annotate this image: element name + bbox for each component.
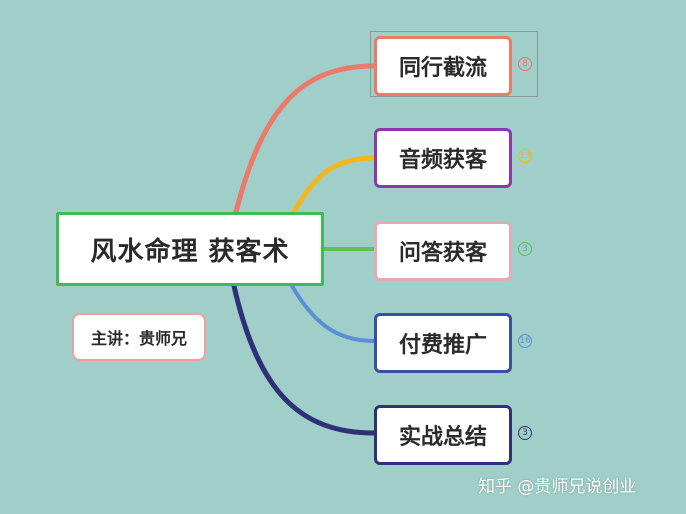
collapse-count-badge[interactable]: 8: [518, 57, 532, 71]
connector-branch-1: [291, 155, 377, 215]
branch-topic-qa-acquisition[interactable]: 问答获客: [374, 221, 512, 281]
collapse-count-badge[interactable]: 3: [518, 426, 532, 440]
collapse-count: 16: [519, 336, 531, 346]
branch-topic-label: 同行截流: [398, 56, 487, 81]
branch-topic-label: 问答获客: [398, 241, 487, 266]
collapse-count: 13: [519, 151, 531, 161]
branch-topic-practical-summary[interactable]: 实战总结: [374, 405, 512, 465]
branch-topic-label: 付费推广: [398, 333, 487, 358]
collapse-count-badge[interactable]: 13: [518, 149, 532, 163]
branch-topic-peer-interception[interactable]: 同行截流: [374, 36, 512, 96]
connector-branch-3: [290, 284, 376, 343]
collapse-count: 3: [522, 244, 528, 254]
subtitle-topic-label: 主讲：贵师兄: [90, 329, 187, 348]
subtitle-topic[interactable]: 主讲：贵师兄: [72, 313, 206, 361]
branch-topic-paid-promotion[interactable]: 付费推广: [374, 313, 512, 373]
branch-topic-label: 音频获客: [398, 148, 487, 173]
collapse-count-badge[interactable]: 16: [518, 334, 532, 348]
collapse-count: 8: [522, 59, 528, 69]
connector-branch-4: [231, 283, 377, 436]
branch-topic-audio-acquisition[interactable]: 音频获客: [374, 128, 512, 188]
branch-topic-label: 实战总结: [398, 425, 487, 450]
collapse-count-badge[interactable]: 3: [518, 242, 532, 256]
root-topic-label: 风水命理 获客术: [90, 236, 290, 267]
watermark-text: 知乎 @贵师兄说创业: [478, 477, 637, 497]
collapse-count: 3: [522, 428, 528, 438]
selection-frame: [370, 31, 538, 97]
root-topic[interactable]: 风水命理 获客术: [56, 212, 324, 286]
connector-branch-0: [233, 63, 377, 215]
